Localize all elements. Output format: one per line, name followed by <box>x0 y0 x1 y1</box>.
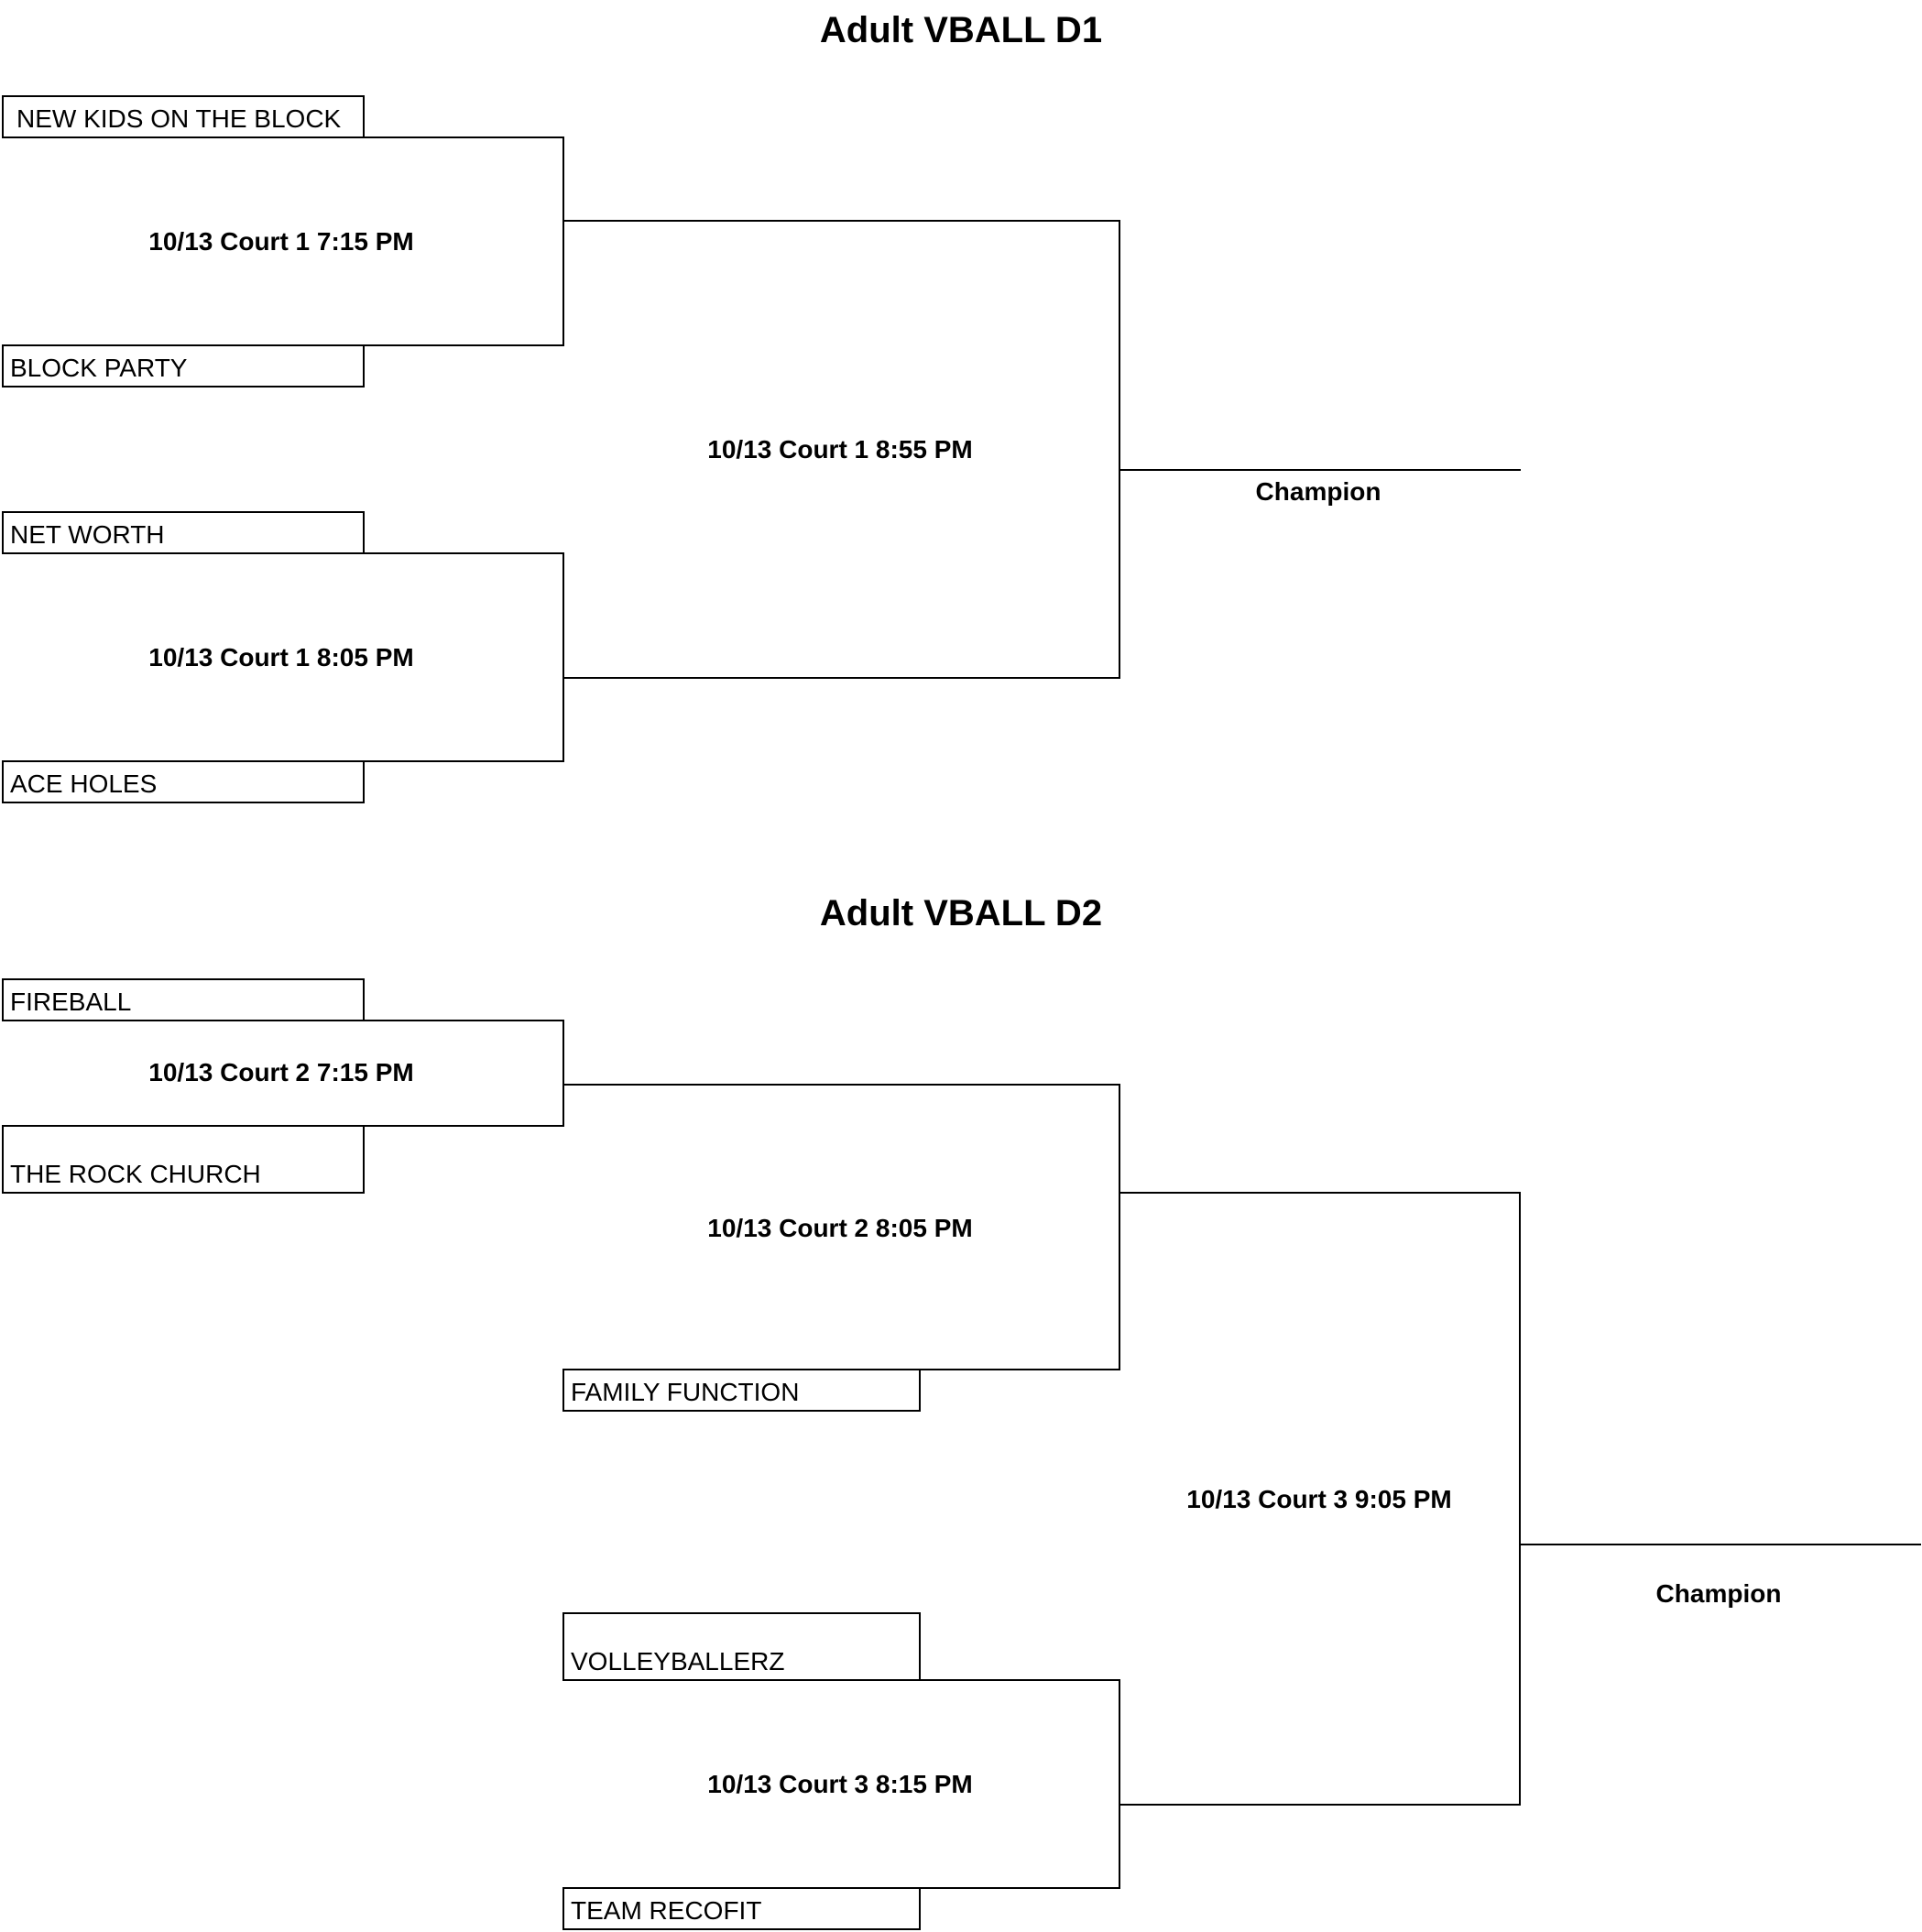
match-connector <box>563 220 1120 679</box>
team-slot-box <box>562 1612 921 1681</box>
team-name: FAMILY FUNCTION <box>571 1378 799 1406</box>
game-label: 10/13 Court 2 8:05 PM <box>707 1214 972 1242</box>
team-slot-box <box>2 1125 365 1194</box>
team-name: BLOCK PARTY <box>10 354 188 382</box>
match-connector <box>1119 1192 1521 1806</box>
team-name: ACE HOLES <box>10 770 157 798</box>
team-slot-box <box>2 95 365 138</box>
team-slot-box <box>2 344 365 387</box>
game-label: 10/13 Court 2 7:15 PM <box>148 1058 413 1086</box>
team-name: FIREBALL <box>10 988 131 1016</box>
team-name: THE ROCK CHURCH <box>10 1160 261 1188</box>
match-connector <box>563 1084 1120 1370</box>
game-label: 10/13 Court 1 8:05 PM <box>148 643 413 671</box>
team-slot-box <box>2 760 365 803</box>
game-label: 10/13 Court 3 8:15 PM <box>707 1770 972 1798</box>
team-slot-box <box>562 1887 921 1930</box>
team-name: TEAM RECOFIT <box>571 1896 761 1925</box>
match-connector <box>920 1679 1120 1889</box>
champion-label: Champion <box>1656 1579 1782 1608</box>
match-connector <box>364 136 564 346</box>
match-connector <box>364 552 564 762</box>
team-slot-box <box>2 511 365 554</box>
game-label: 10/13 Court 1 8:55 PM <box>707 435 972 464</box>
team-name: NET WORTH <box>10 520 165 549</box>
bracket-title: Adult VBALL D2 <box>820 893 1102 933</box>
game-label: 10/13 Court 1 7:15 PM <box>148 227 413 256</box>
champion-label: Champion <box>1256 477 1381 506</box>
bracket-title: Adult VBALL D1 <box>820 10 1102 50</box>
team-slot-box <box>2 978 365 1021</box>
bracket-d1: Adult VBALL D1 NEW KIDS ON THE BLOCK BLO… <box>2 10 1521 803</box>
team-slot-box <box>562 1369 921 1412</box>
team-name: VOLLEYBALLERZ <box>571 1647 784 1675</box>
bracket-d2: Adult VBALL D2 FIREBALL THE ROCK CHURCH … <box>2 893 1921 1930</box>
game-label: 10/13 Court 3 9:05 PM <box>1186 1485 1451 1513</box>
match-connector <box>364 1020 564 1127</box>
team-name: NEW KIDS ON THE BLOCK <box>16 104 342 133</box>
